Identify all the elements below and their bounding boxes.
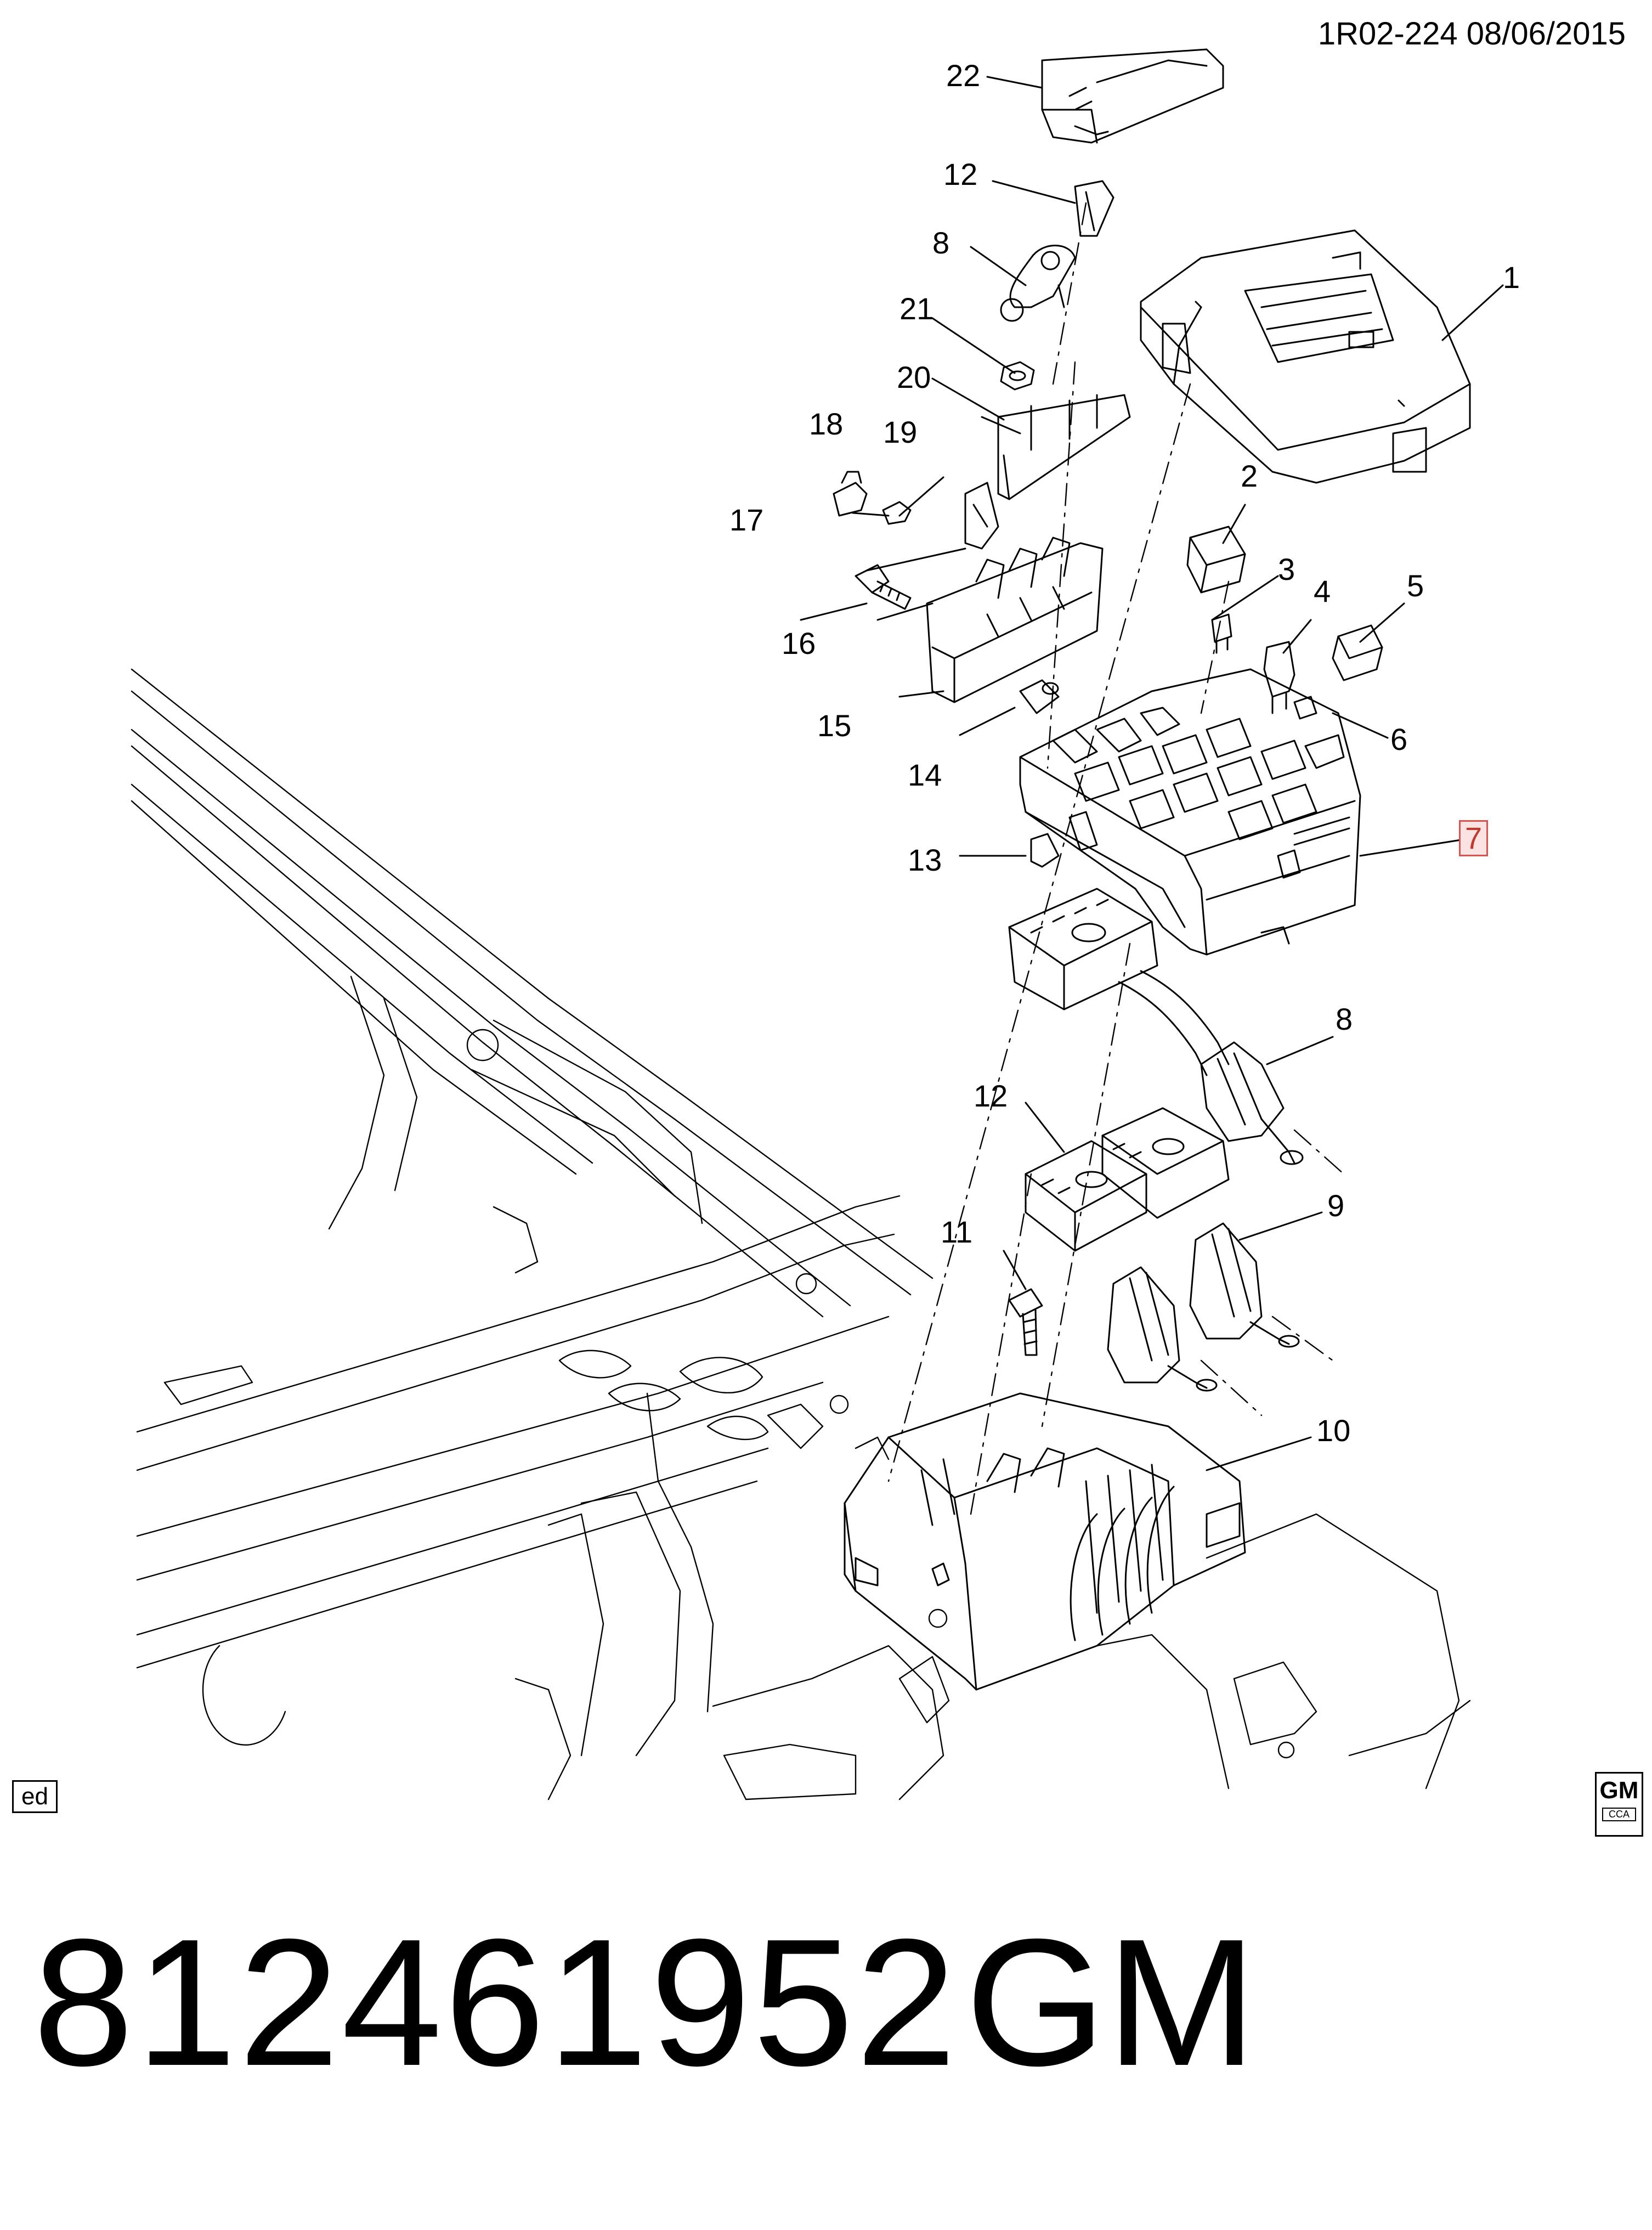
part-17-stud: [833, 471, 868, 517]
part-18-stud: [882, 501, 912, 525]
callout-7-highlighted[interactable]: 7: [1459, 820, 1489, 856]
part-14-spacer: [1019, 679, 1060, 714]
vehicle-body-structure: [131, 668, 1471, 1800]
part-21-nut: [1000, 361, 1035, 391]
callout-21: 21: [899, 291, 934, 326]
callout-1: 1: [1503, 260, 1520, 295]
part-16-bolt: [855, 564, 912, 610]
callout-20: 20: [897, 360, 931, 394]
part-8-lower-harness-connector: [1008, 888, 1304, 1165]
part-20-bracket: [997, 394, 1131, 500]
callout-22: 22: [946, 58, 981, 93]
assembly-centerlines: [887, 202, 1345, 1515]
part-2-relay: [1186, 526, 1246, 594]
leader-lines: [800, 76, 1504, 1471]
callout-15: 15: [817, 708, 852, 743]
part-5-relay: [1332, 624, 1383, 681]
callout-9: 9: [1327, 1188, 1345, 1223]
part-9-harness-boot: [1107, 1222, 1300, 1392]
callout-16: 16: [782, 626, 816, 660]
gm-logo: GM CCA: [1595, 1772, 1643, 1837]
callout-11: 11: [941, 1215, 973, 1249]
part-11-bolt: [1008, 1288, 1043, 1356]
callout-12-lower: 12: [974, 1079, 1008, 1113]
part-10-fuse-block-tray: [844, 1392, 1246, 1691]
brand-name: GM: [965, 1901, 1257, 2103]
part-19-clip: [964, 482, 999, 550]
callout-8-lower: 8: [1336, 1002, 1353, 1036]
part-number: 812461952: [33, 1901, 959, 2103]
callout-6: 6: [1390, 722, 1408, 756]
gm-logo-text: GM: [1599, 1777, 1639, 1804]
part-13-clip: [1030, 833, 1060, 868]
callout-17: 17: [729, 503, 764, 537]
callout-4: 4: [1314, 574, 1331, 608]
callout-13: 13: [908, 843, 942, 877]
callout-10: 10: [1316, 1413, 1351, 1448]
part-12-upper-strap: [1074, 180, 1114, 237]
part-6-fuse: [1293, 696, 1317, 720]
gm-logo-subtext: CCA: [1602, 1808, 1636, 1821]
part-4-fuse: [1263, 641, 1295, 714]
callout-12-upper: 12: [943, 157, 978, 191]
callout-19: 19: [883, 415, 918, 449]
diagram-reference: 1R02-224 08/06/2015: [1317, 16, 1626, 52]
callout-8-upper: 8: [932, 225, 950, 260]
part-1-fuse-block-cover: [1140, 229, 1471, 484]
exploded-parts-diagram: [131, 48, 1504, 1800]
part-3-mini-fuse: [1211, 613, 1232, 654]
part-22-cover-clip: [1041, 48, 1224, 144]
ed-label: ed: [12, 1780, 58, 1813]
part-7-fuse-block: [1019, 668, 1361, 956]
part-12-lower-connectors: [1025, 1107, 1230, 1252]
callout-18: 18: [809, 407, 844, 441]
callout-2: 2: [1241, 459, 1258, 493]
callout-5: 5: [1407, 568, 1424, 603]
part-15-fuse-block: [926, 537, 1104, 703]
callout-14: 14: [908, 758, 942, 792]
callout-3: 3: [1278, 552, 1295, 586]
part-8-upper-cable-terminal: [1000, 245, 1076, 322]
